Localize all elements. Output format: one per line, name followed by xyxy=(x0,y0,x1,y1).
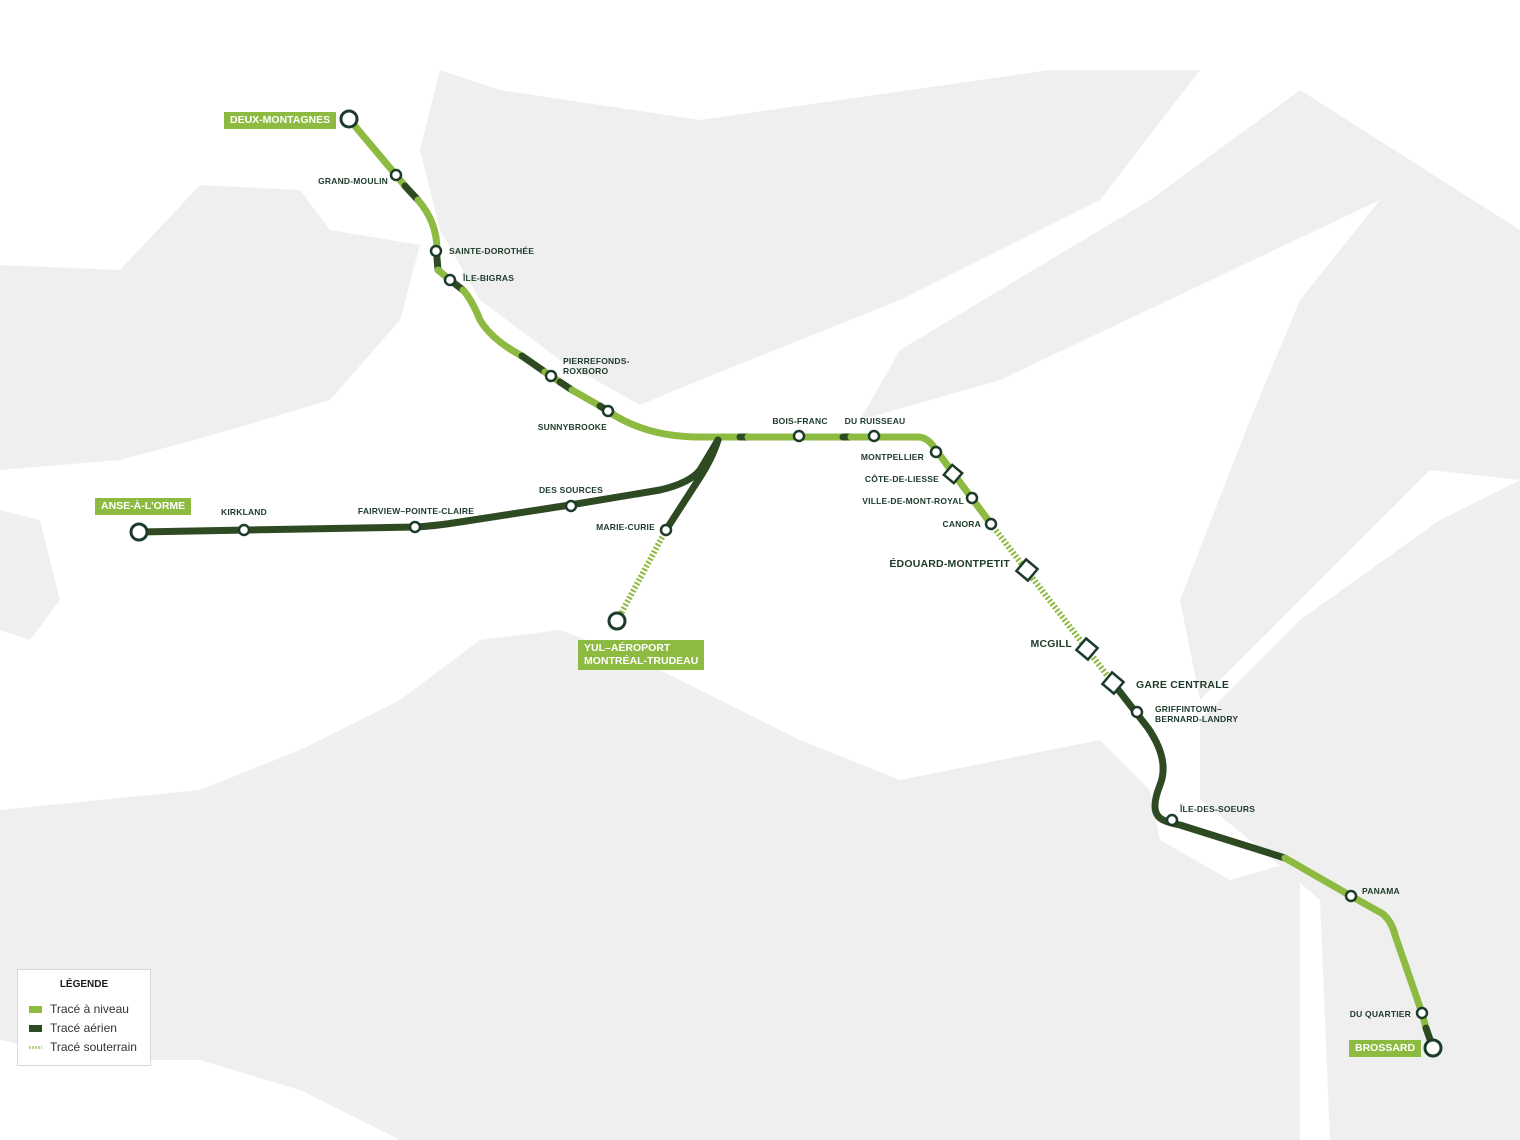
station-label: VILLE-DE-MONT-ROYAL xyxy=(862,496,964,506)
station-icon[interactable] xyxy=(1344,889,1358,903)
at-grade-track-segment xyxy=(568,386,604,410)
station-icon[interactable] xyxy=(1165,813,1179,827)
elevated-swatch-icon xyxy=(29,1024,42,1032)
station-label: BOIS-FRANC xyxy=(772,416,828,426)
terminus-label: ANSE-À-L'ORME xyxy=(95,498,192,515)
underground-track-segment xyxy=(614,528,669,623)
station-label: ÎLE-DES-SOEURS xyxy=(1180,804,1256,814)
legend-item-at-grade: Tracé à niveau xyxy=(29,1002,129,1016)
station-label: MCGILL xyxy=(1030,638,1072,650)
at-grade-track-segment xyxy=(610,411,744,441)
station-label: KIRKLAND xyxy=(221,507,267,517)
station-label: CÔTE-DE-LIESSE xyxy=(864,474,939,484)
land-north-shore xyxy=(860,90,1520,700)
land-laval xyxy=(420,70,1200,405)
station-label: PIERREFONDS- ROXBORO xyxy=(563,356,630,376)
legend: LÉGENDE Tracé à niveau Tracé aérien Trac… xyxy=(17,969,151,1066)
station-icon[interactable] xyxy=(237,523,251,537)
terminus-station-icon[interactable] xyxy=(129,522,149,542)
at-grade-track-segment xyxy=(459,286,526,360)
station-label: GARE CENTRALE xyxy=(1136,679,1230,691)
station-label: DES SOURCES xyxy=(538,485,604,495)
terminus-label: YUL–AÉROPORT MONTRÉAL-TRUDEAU xyxy=(578,640,705,670)
station-label: ÎLE-BIGRAS xyxy=(463,273,515,283)
elevated-track-segment xyxy=(662,436,722,534)
station-icon[interactable] xyxy=(659,523,673,537)
station-icon[interactable] xyxy=(443,273,457,287)
legend-label: Tracé aérien xyxy=(50,1021,117,1035)
station-label: DU QUARTIER xyxy=(1349,1009,1411,1019)
station-icon[interactable] xyxy=(389,168,403,182)
station-icon[interactable] xyxy=(1415,1006,1429,1020)
land-west-small xyxy=(0,510,60,640)
terminus-label: DEUX-MONTAGNES xyxy=(224,112,337,129)
land-west xyxy=(0,185,420,470)
station-label: MONTPELLIER xyxy=(860,452,924,462)
interchange-station-icon[interactable] xyxy=(1100,670,1126,696)
station-icon[interactable] xyxy=(965,491,979,505)
station-label: SAINTE-DOROTHÉE xyxy=(449,246,535,256)
station-icon[interactable] xyxy=(601,404,615,418)
terminus-label: BROSSARD xyxy=(1349,1040,1422,1057)
station-icon[interactable] xyxy=(929,445,943,459)
legend-item-underground: Tracé souterrain xyxy=(29,1040,137,1054)
station-label: DU RUISSEAU xyxy=(844,416,906,426)
at-grade-swatch-icon xyxy=(29,1005,42,1013)
station-label: PANAMA xyxy=(1362,886,1400,896)
station-label: SUNNYBROOKE xyxy=(537,422,607,432)
station-icon[interactable] xyxy=(1130,705,1144,719)
terminus-station-icon[interactable] xyxy=(1423,1038,1443,1058)
interchange-station-icon[interactable] xyxy=(1074,636,1100,662)
legend-label: Tracé à niveau xyxy=(50,1002,129,1016)
station-label: ÉDOUARD-MONTPETIT xyxy=(889,558,1010,570)
legend-label: Tracé souterrain xyxy=(50,1040,137,1054)
elevated-track-segment xyxy=(518,352,549,376)
interchange-station-icon[interactable] xyxy=(942,463,964,485)
land-south-shore xyxy=(0,630,1300,1140)
station-icon[interactable] xyxy=(564,499,578,513)
station-icon[interactable] xyxy=(408,520,422,534)
station-icon[interactable] xyxy=(792,429,806,443)
station-icon[interactable] xyxy=(867,429,881,443)
legend-title: LÉGENDE xyxy=(59,979,109,990)
terminus-station-icon[interactable] xyxy=(607,611,627,631)
station-label: GRIFFINTOWN– BERNARD-LANDRY xyxy=(1155,704,1239,724)
station-label: FAIRVIEW–POINTE-CLAIRE xyxy=(357,506,475,516)
at-grade-track-segment xyxy=(1281,854,1430,1032)
terminus-station-icon[interactable] xyxy=(339,109,359,129)
station-icon[interactable] xyxy=(544,369,558,383)
station-label: GRAND-MOULIN xyxy=(318,176,388,186)
legend-item-elevated: Tracé aérien xyxy=(29,1021,117,1035)
station-icon[interactable] xyxy=(429,244,443,258)
station-label: MARIE-CURIE xyxy=(596,522,655,532)
land-east xyxy=(1200,480,1520,1140)
station-icon[interactable] xyxy=(984,517,998,531)
station-label: CANORA xyxy=(942,519,981,529)
interchange-station-icon[interactable] xyxy=(1014,557,1040,583)
underground-swatch-icon xyxy=(29,1045,42,1049)
land-areas xyxy=(0,70,1520,1140)
station-markers xyxy=(129,109,1443,1058)
underground-track-segment xyxy=(988,522,1116,685)
